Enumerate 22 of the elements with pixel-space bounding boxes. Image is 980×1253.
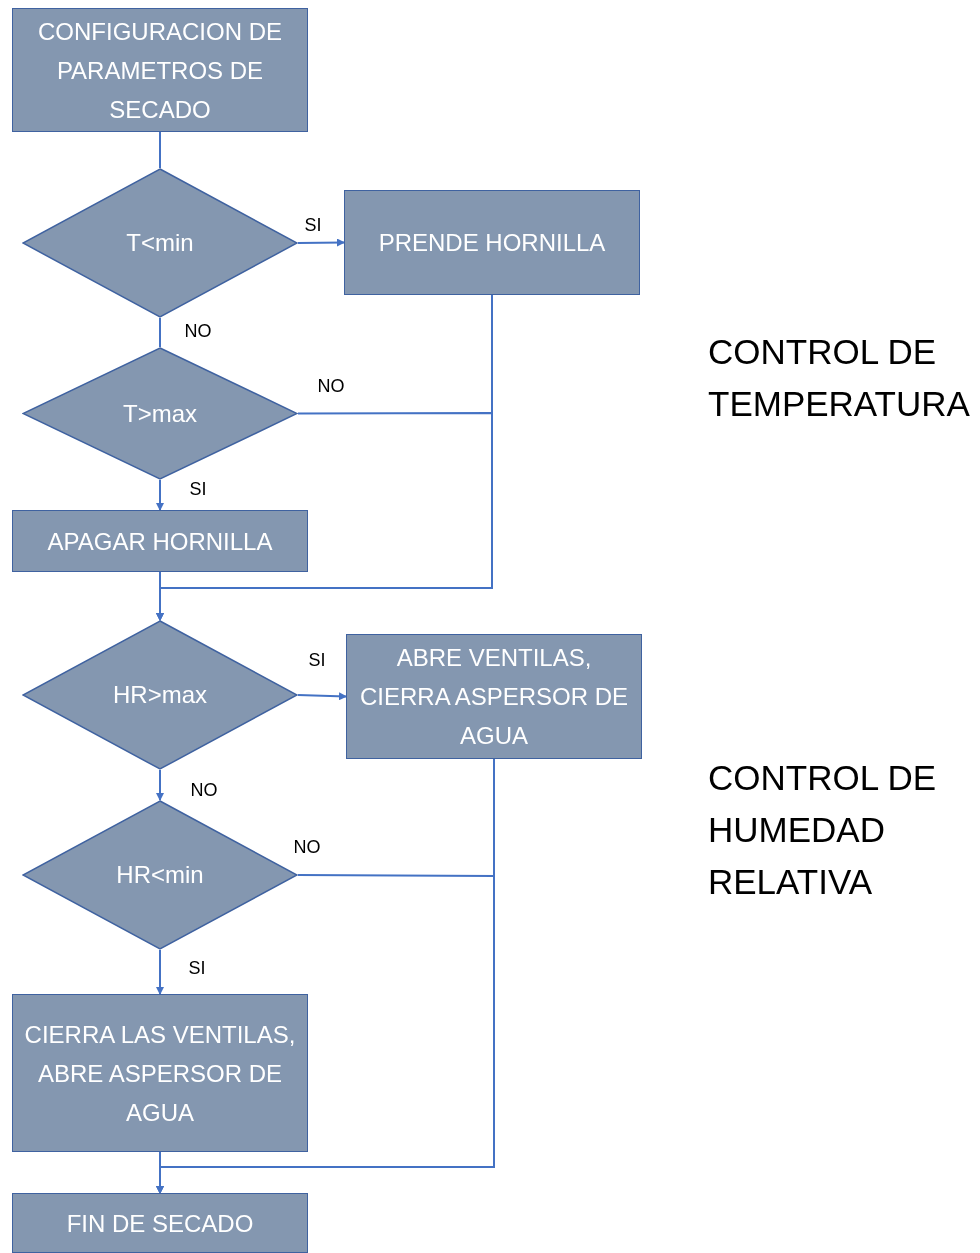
- process-box: ABRE VENTILAS, CIERRA ASPERSOR DE AGUA: [346, 634, 642, 759]
- arrow: [156, 769, 164, 801]
- process-box: PRENDE HORNILLA: [344, 190, 640, 295]
- arrow: [156, 571, 164, 621]
- arrow: [156, 1151, 164, 1194]
- arrow: [156, 479, 164, 511]
- process-box: FIN DE SECADO: [12, 1193, 308, 1253]
- node-label: T<min: [126, 229, 194, 257]
- arrow: [156, 949, 164, 995]
- process-box: APAGAR HORNILLA: [12, 510, 308, 572]
- decision-diamond: [22, 168, 298, 318]
- process-box: CONFIGURACION DE PARAMETROS DE SECADO: [12, 8, 308, 132]
- section-label: CONTROL DE HUMEDAD RELATIVA: [708, 757, 938, 903]
- section-label: CONTROL DE TEMPERATURA: [708, 331, 971, 425]
- process-box: CIERRA LAS VENTILAS, ABRE ASPERSOR DE AGUA: [12, 994, 308, 1152]
- node-label: HR<min: [116, 861, 204, 889]
- arrow: [297, 692, 347, 701]
- decision-diamond: [22, 347, 298, 480]
- node-label: HR>max: [113, 681, 207, 709]
- arrow: [297, 238, 345, 247]
- decision-diamond: [22, 620, 298, 770]
- node-label: T>max: [123, 399, 197, 428]
